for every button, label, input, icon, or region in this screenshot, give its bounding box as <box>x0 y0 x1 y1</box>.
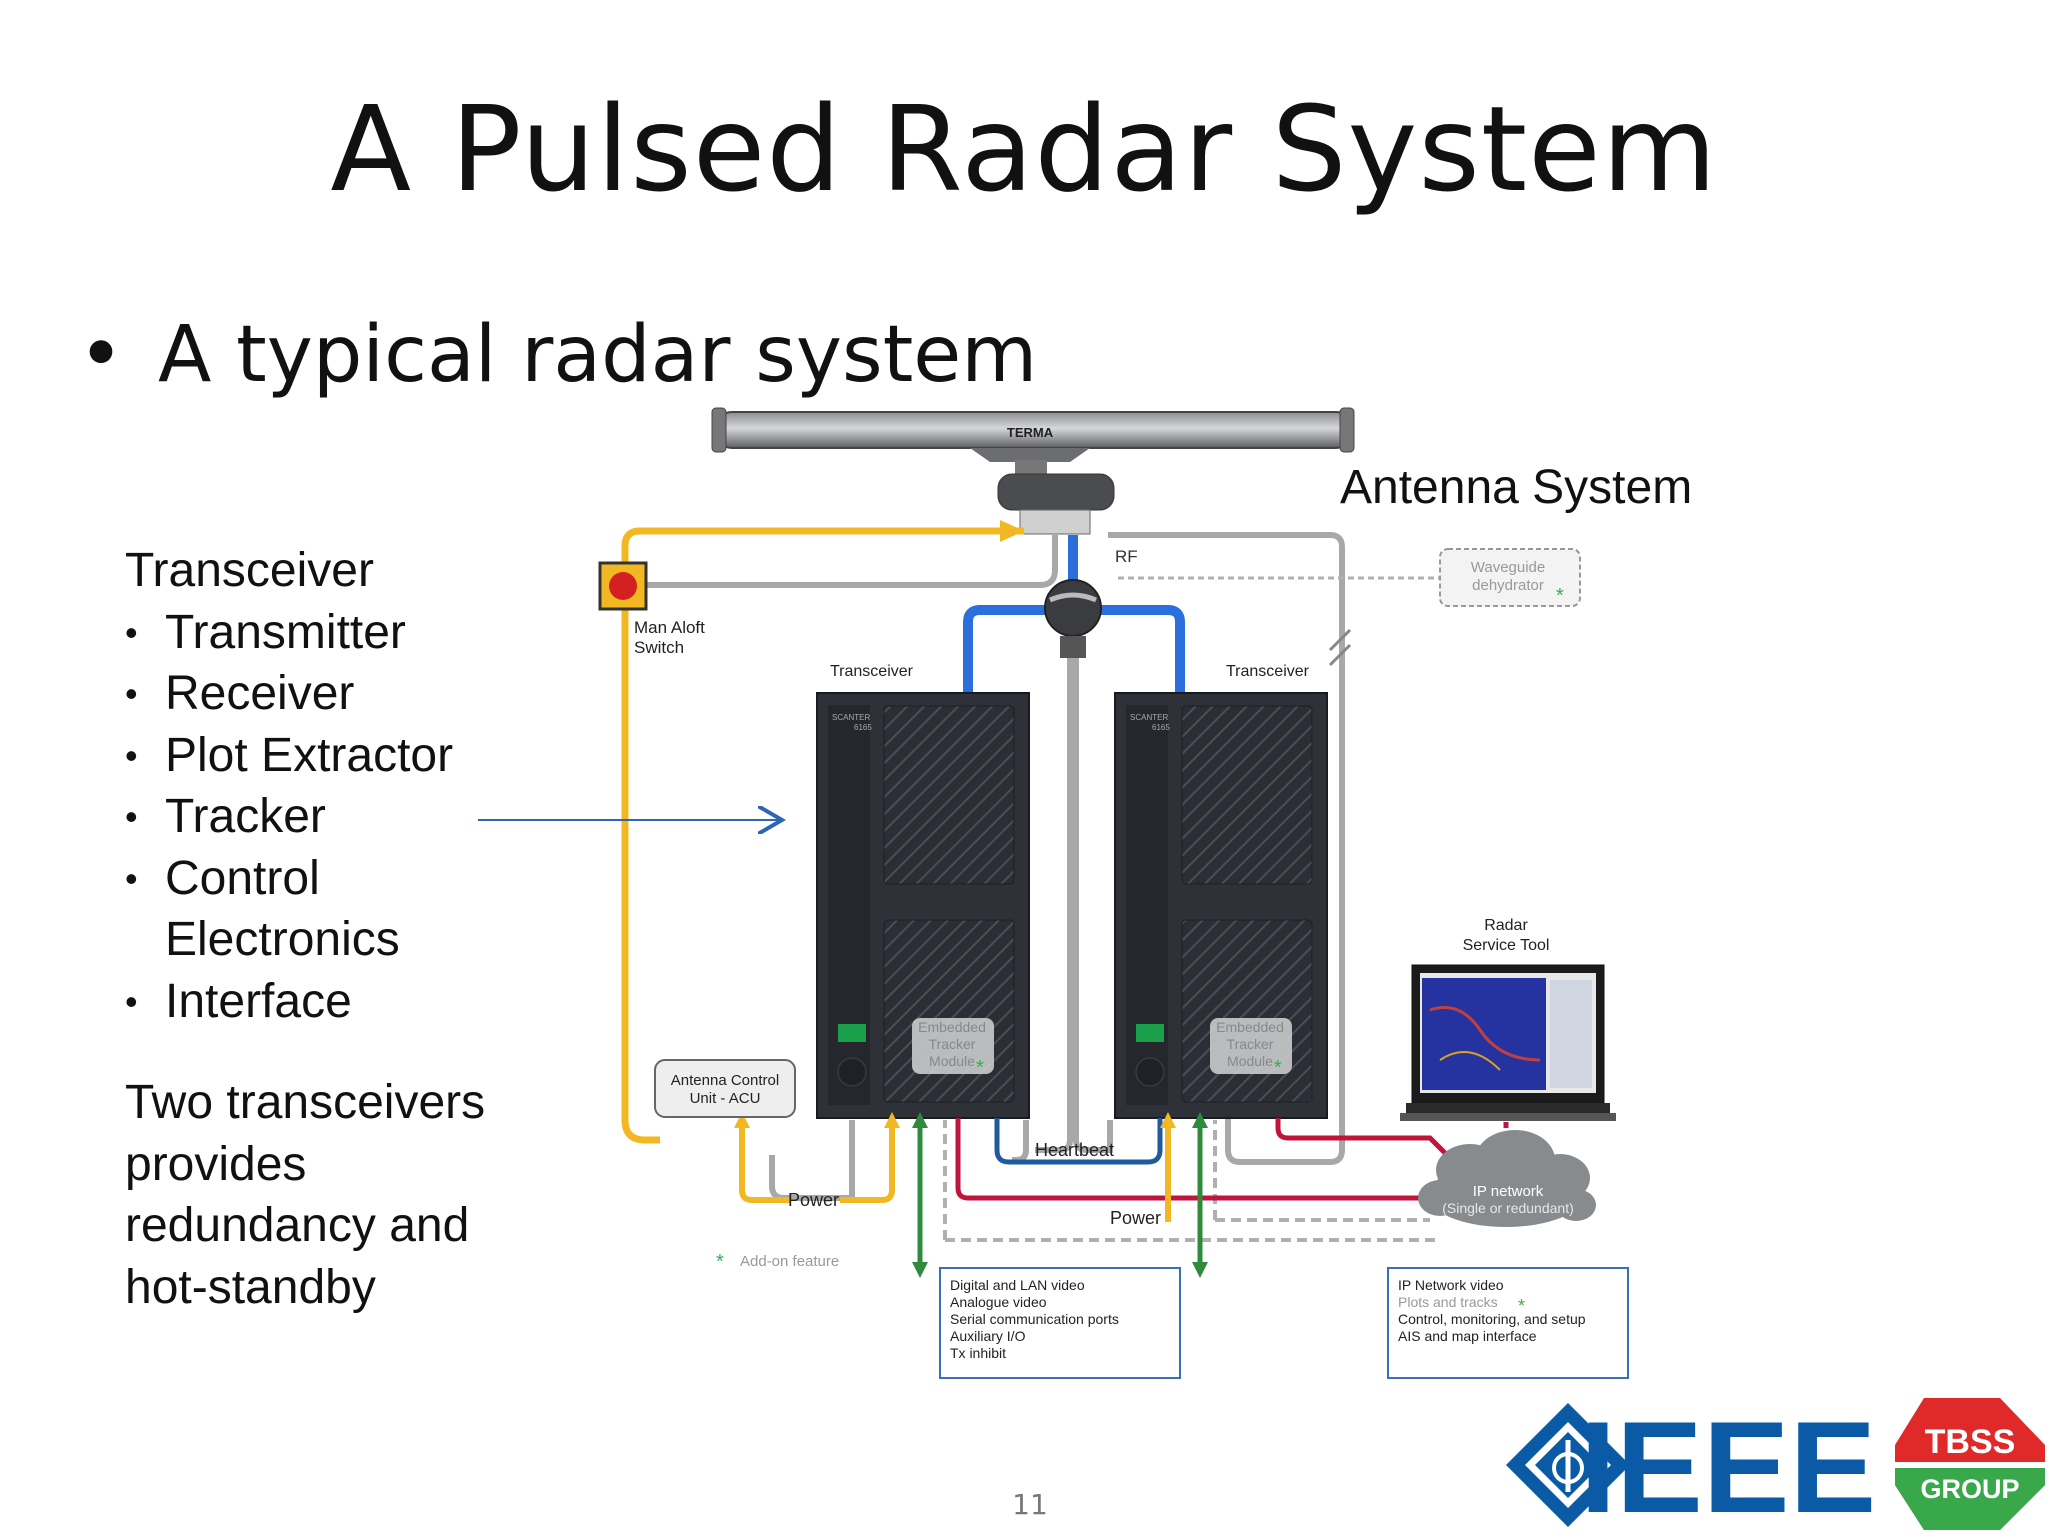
transceiver-description: Transceiver Transmitter Receiver Plot Ex… <box>125 540 485 1318</box>
ieee-logo-text: IEEE <box>1580 1394 1876 1536</box>
redundancy-note-line: provides <box>125 1137 307 1191</box>
network-interfaces-box <box>1387 1267 1629 1379</box>
redundancy-note-line: redundancy and <box>125 1199 470 1252</box>
antenna-icon <box>711 407 1355 535</box>
redundancy-note-line: hot-standby <box>125 1260 376 1314</box>
heartbeat-line <box>994 1118 1163 1165</box>
addon-feature-label: Add-on feature <box>740 1253 839 1270</box>
arrow-right-icon <box>1000 520 1024 542</box>
slide-title: A Pulsed Radar System <box>330 80 1718 218</box>
control-cable <box>1108 532 1345 1165</box>
ip-network-label: IP network(Single or redundant) <box>1442 1183 1574 1216</box>
main-bullet: • A typical radar system <box>78 310 1037 400</box>
local-interfaces-box <box>939 1267 1181 1379</box>
list-item: Transmitter <box>125 602 485 664</box>
laptop-icon <box>1400 964 1616 1121</box>
lan-line <box>955 1118 1425 1201</box>
power-line <box>621 527 1016 1144</box>
bullet-marker: • <box>78 310 125 400</box>
addon-star-icon: * <box>1518 1296 1525 1316</box>
power-label: Power <box>1110 1208 1161 1228</box>
rf-label: RF <box>1115 547 1138 566</box>
transceiver-cabinet-b <box>1114 692 1328 1119</box>
list-item: Interface <box>125 971 485 1033</box>
transceiver-heading: Transceiver <box>125 544 374 597</box>
redundancy-note-line: Two transceivers <box>125 1076 486 1129</box>
tbss-group-logo <box>1895 1398 2045 1530</box>
addon-star-icon: * <box>716 1251 724 1273</box>
rf-switch-icon <box>1044 579 1102 637</box>
waveguide-dehydrator <box>1439 548 1581 607</box>
addon-star-icon: * <box>1274 1057 1282 1079</box>
antenna-system-label: Antenna System <box>1340 461 1693 514</box>
tbss-logo-text: TBSS <box>1925 1423 2016 1461</box>
antenna-brand-label: TERMA <box>1007 425 1054 440</box>
transceiver-label: Transceiver <box>830 663 914 680</box>
group-logo-text: GROUP <box>1920 1474 2019 1504</box>
heartbeat-label: Heartbeat <box>1035 1140 1114 1160</box>
list-item: Control <box>125 848 485 910</box>
page-number: 11 <box>1012 1488 1048 1521</box>
transceiver-cabinet-a <box>816 692 1030 1119</box>
list-item-continuation: Electronics <box>165 913 400 966</box>
list-item: Tracker <box>125 786 485 848</box>
transceiver-label: Transceiver <box>1226 663 1310 680</box>
addon-star-icon: * <box>1556 585 1564 607</box>
antenna-control-unit <box>654 1059 796 1118</box>
list-item: Plot Extractor <box>125 725 485 787</box>
list-item: Receiver <box>125 663 485 725</box>
main-bullet-text: A typical radar system <box>158 310 1038 400</box>
man-aloft-switch-icon <box>598 561 648 611</box>
power-label: Power <box>788 1190 839 1210</box>
addon-star-icon: * <box>976 1057 984 1079</box>
ip-network-cloud <box>1418 1130 1596 1227</box>
ieee-logo <box>1506 1403 1630 1527</box>
